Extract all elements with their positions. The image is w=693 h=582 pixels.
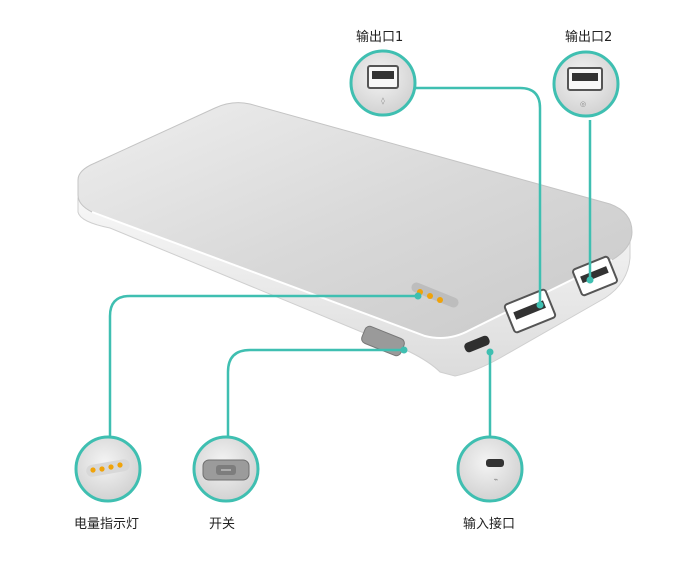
callout-indicator-circle xyxy=(74,435,142,503)
led-bar xyxy=(411,282,459,308)
power-bank-top xyxy=(77,102,633,339)
svg-text:⌁: ⌁ xyxy=(494,475,499,484)
svg-text:◊: ◊ xyxy=(381,97,385,105)
power-bank-edge-highlight xyxy=(91,211,613,339)
leader-dots xyxy=(400,276,594,356)
leader-dot-switch xyxy=(400,346,408,354)
callout-output1-circle: ◊ xyxy=(349,49,417,117)
label-power-switch: 开关 xyxy=(209,517,236,532)
label-input-port: 输入接口 xyxy=(463,517,516,532)
micro-usb-port xyxy=(464,335,490,353)
label-battery-indicator: 电量指示灯 xyxy=(74,517,140,532)
leader-dot-indicator xyxy=(414,292,422,300)
led-2 xyxy=(427,293,433,299)
label-output1: 输出口1 xyxy=(356,30,404,45)
leader-dot-output1 xyxy=(536,301,544,309)
leader-line-output1 xyxy=(413,86,542,305)
leader-dot-input xyxy=(486,348,494,356)
label-output2: 输出口2 xyxy=(565,30,613,45)
callout-input-circle: ⌁ xyxy=(456,435,524,503)
leader-line-switch xyxy=(226,348,404,440)
power-bank xyxy=(77,102,633,377)
led-3 xyxy=(437,297,443,303)
leader-dot-output2 xyxy=(586,276,594,284)
callout-switch-circle xyxy=(192,435,260,503)
leader-lines xyxy=(108,86,592,440)
callout-output2-circle: ◎ xyxy=(552,50,620,118)
leader-line-indicator xyxy=(108,294,418,440)
svg-text:◎: ◎ xyxy=(580,100,586,108)
